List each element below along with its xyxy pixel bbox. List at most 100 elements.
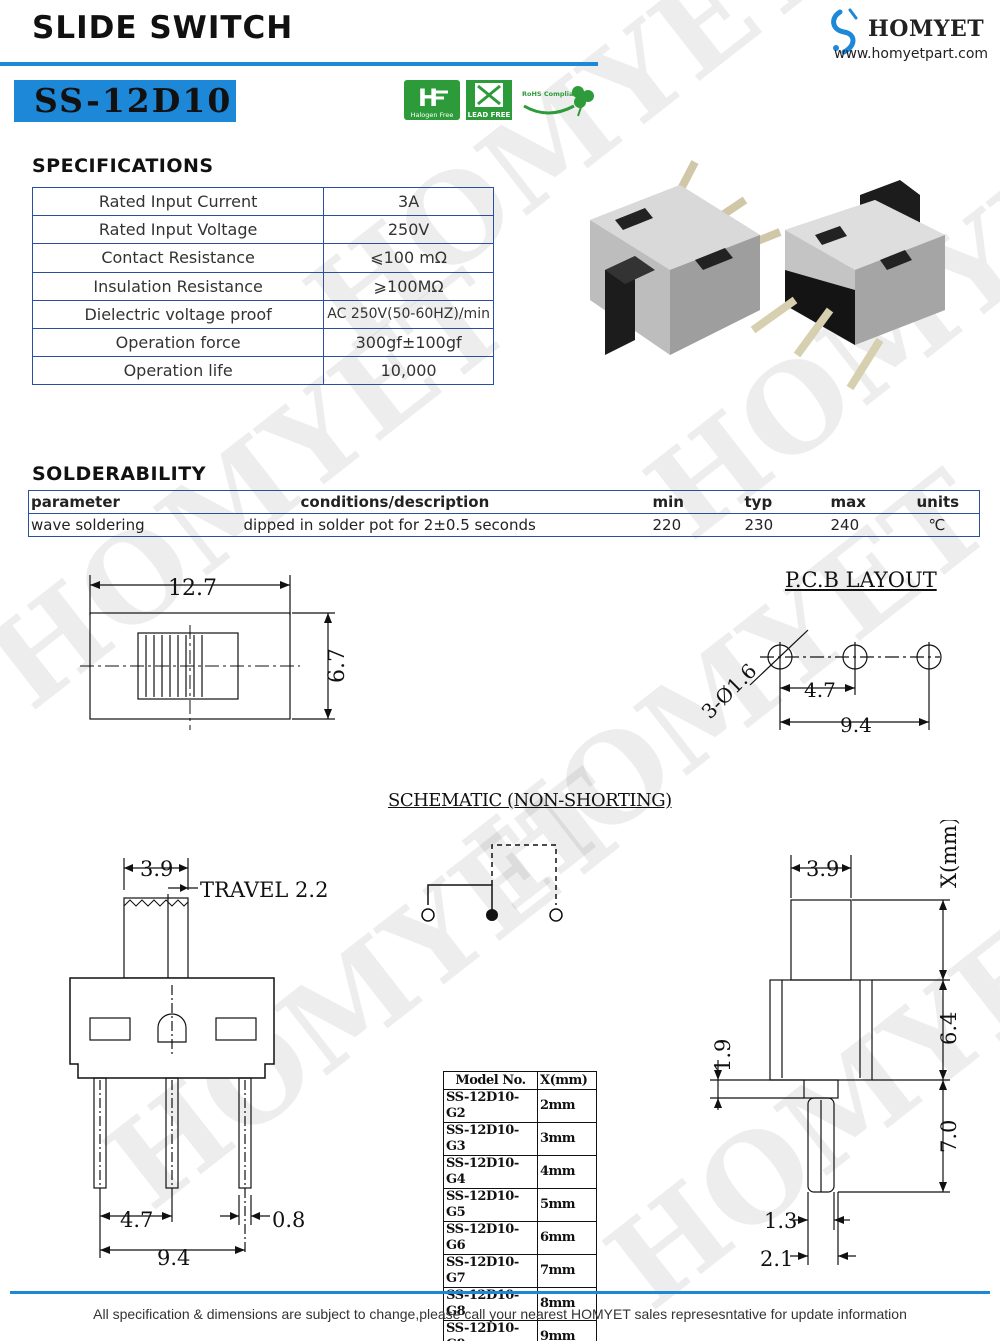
slider-ribs	[145, 635, 203, 697]
solderability-table: parameter conditions/description min typ…	[28, 490, 980, 537]
title-divider	[0, 62, 598, 66]
lead-free-icon: LEAD FREE	[466, 80, 512, 120]
column-header: units	[914, 490, 980, 514]
table-cell: dipped in solder pot for 2±0.5 seconds	[243, 516, 536, 534]
column-header: max	[828, 490, 915, 514]
table-cell: 7mm	[537, 1254, 597, 1288]
table-header-row: Model No. X(mm)	[443, 1071, 597, 1090]
column-header: X(mm)	[537, 1071, 597, 1090]
dim-actuator: 3.9	[140, 857, 173, 881]
schematic-title: SCHEMATIC (NON-SHORTING)	[388, 790, 672, 811]
table-row: SS-12D10-G4 4mm	[443, 1155, 597, 1189]
table-cell: SS-12D10-G9	[443, 1320, 538, 1341]
dim-side-pin-length: 7.0	[937, 1120, 961, 1153]
column-header: typ	[742, 490, 829, 514]
spec-label: Operation life	[31, 356, 325, 386]
spec-label: Insulation Resistance	[31, 271, 325, 301]
column-header: Model No.	[443, 1071, 538, 1090]
dim-pcb-holes: 3-Ø1.6	[697, 659, 762, 724]
table-cell: SS-12D10-G7	[443, 1254, 538, 1288]
rohs-badge: RoHS Compliant	[518, 80, 594, 120]
dim-width: 12.7	[168, 576, 217, 601]
table-cell: 3mm	[537, 1122, 597, 1156]
dim-side-actuator: 3.9	[806, 857, 839, 881]
table-row: SS-12D10-G7 7mm	[443, 1254, 597, 1288]
table-cell: SS-12D10-G4	[443, 1155, 538, 1189]
table-cell: 4mm	[537, 1155, 597, 1189]
dim-side-pin-base: 2.1	[760, 1247, 793, 1271]
footer-disclaimer: All specification & dimensions are subje…	[93, 1306, 907, 1322]
spec-value: 300gf±100gf	[323, 327, 494, 358]
column-header: min	[650, 490, 743, 514]
spec-value: AC 250V(50-60HZ)/min	[323, 299, 494, 329]
svg-text:Halogen Free: Halogen Free	[411, 111, 454, 119]
top-view-drawing: 12.7 6.7	[80, 575, 350, 730]
schematic-drawing	[421, 844, 563, 922]
table-cell: 240	[828, 513, 915, 537]
table-row: SS-12D10-G9 9mm	[443, 1320, 597, 1341]
model-number-table: Model No. X(mm) SS-12D10-G2 2mm SS-12D10…	[443, 1071, 597, 1341]
spec-label: Contact Resistance	[31, 243, 325, 273]
dim-side-x: X(mm)	[937, 820, 961, 888]
svg-text:RoHS Compliant: RoHS Compliant	[522, 90, 581, 98]
table-row: SS-12D10-G3 3mm	[443, 1122, 597, 1156]
spec-value: ⩽100 mΩ	[323, 243, 494, 273]
table-cell: SS-12D10-G5	[443, 1188, 538, 1222]
spec-value: 10,000	[323, 356, 494, 386]
table-row: Dielectric voltage proof AC 250V(50-60HZ…	[31, 299, 494, 329]
table-cell: wave soldering	[28, 513, 299, 537]
spec-value: 250V	[323, 215, 494, 245]
table-cell: 220	[650, 513, 743, 537]
table-row: Contact Resistance ⩽100 mΩ	[31, 243, 494, 273]
brand-website[interactable]: www.homyetpart.com	[834, 46, 989, 62]
model-number-badge: SS-12D10	[14, 80, 236, 122]
front-view-drawing: 3.9 TRAVEL 2.2 4.7 0.8 9.4	[69, 857, 328, 1270]
brand-name: HOMYET	[868, 16, 985, 42]
halogen-free-badge: H Halogen Free	[404, 80, 460, 120]
dim-pin-width: 0.8	[272, 1208, 305, 1232]
column-header: parameter	[28, 490, 299, 514]
spec-label: Operation force	[31, 327, 325, 358]
spec-label: Rated Input Voltage	[31, 215, 325, 245]
spec-value: 3A	[323, 186, 494, 217]
spec-label: Rated Input Current	[31, 186, 325, 217]
table-cell: ℃	[914, 513, 980, 537]
footer-divider	[10, 1291, 990, 1294]
dim-side-body: 6.4	[937, 1012, 961, 1045]
dim-side-pin-width: 1.3	[764, 1209, 797, 1233]
table-cell: SS-12D10-G6	[443, 1221, 538, 1255]
table-cell: SS-12D10-G3	[443, 1122, 538, 1156]
table-header-row: parameter conditions/description min typ…	[28, 490, 980, 514]
table-cell: 5mm	[537, 1188, 597, 1222]
pcb-layout-title: P.C.B LAYOUT	[785, 568, 937, 592]
table-cell: 230	[742, 513, 829, 537]
lead-free-badge: LEAD FREE	[466, 80, 512, 120]
brand-logo[interactable]: HOMYET www.homyetpart.com	[826, 6, 996, 66]
table-row: Rated Input Voltage 250V	[31, 215, 494, 245]
dim-travel: TRAVEL 2.2	[200, 878, 328, 902]
rohs-clover-icon: RoHS Compliant	[522, 86, 594, 117]
spec-label: Dielectric voltage proof	[31, 299, 325, 329]
pcb-layout-drawing: 4.7 9.4 3-Ø1.6	[697, 629, 942, 737]
svg-text:LEAD FREE: LEAD FREE	[468, 111, 511, 119]
table-cell: SS-12D10-G2	[443, 1089, 538, 1123]
table-row: Operation force 300gf±100gf	[31, 327, 494, 358]
dim-height: 6.7	[325, 648, 350, 683]
table-cell-wrapper: dipped in solder pot for 2±0.5 seconds	[244, 513, 651, 537]
table-row: SS-12D10-G2 2mm	[443, 1089, 597, 1123]
dim-pcb-span: 9.4	[840, 713, 872, 737]
specifications-table: Rated Input Current 3A Rated Input Volta…	[31, 186, 494, 386]
table-row: Insulation Resistance ⩾100MΩ	[31, 271, 494, 301]
table-cell: 9mm	[537, 1320, 597, 1341]
column-header: conditions/description	[298, 490, 651, 514]
table-cell: 6mm	[537, 1221, 597, 1255]
halogen-free-icon: H Halogen Free	[404, 80, 460, 120]
product-photo	[590, 160, 945, 390]
dim-pcb-pitch: 4.7	[804, 678, 836, 702]
page-title: SLIDE SWITCH	[32, 10, 294, 46]
table-row: Operation life 10,000	[31, 356, 494, 386]
dim-pin-pitch: 4.7	[120, 1208, 153, 1232]
table-row: SS-12D10-G5 5mm	[443, 1188, 597, 1222]
homyet-logo-icon	[831, 8, 858, 55]
dim-pin-span: 9.4	[157, 1246, 190, 1270]
